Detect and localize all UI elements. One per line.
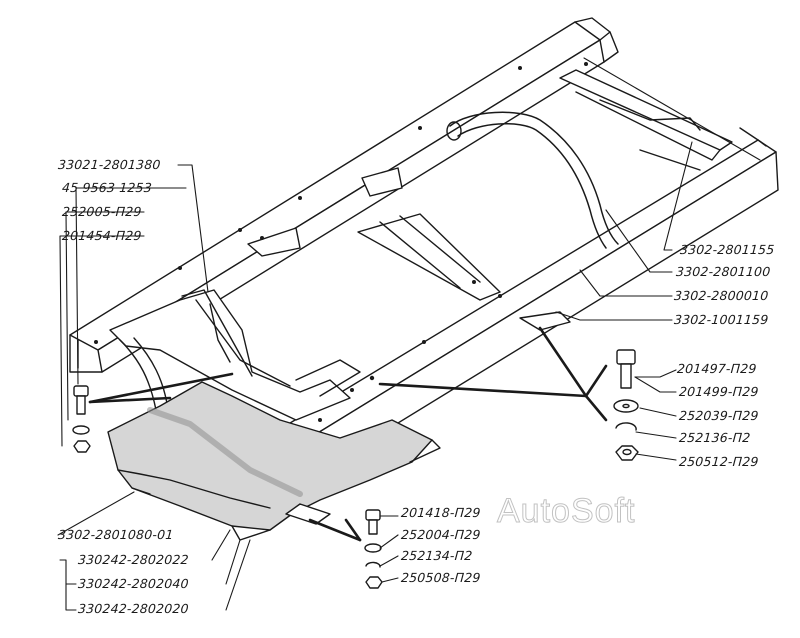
lower-hardware-stack [364, 509, 383, 589]
label-3302-2801080-01: 3302-2801080-01 [57, 527, 174, 542]
label-201499-p29: 201499-П29 [678, 384, 760, 399]
label-3302-1001159: 3302-1001159 [673, 312, 769, 327]
rear-cross-member [559, 69, 733, 171]
label-330242-2802020: 330242-2802020 [77, 601, 190, 616]
rivet-dots [94, 62, 588, 422]
label-201497-p29: 201497-П29 [676, 361, 758, 376]
rail-brackets [247, 167, 403, 257]
label-252039-p29: 252039-П29 [678, 408, 760, 423]
right-hardware-stack [613, 349, 639, 461]
label-3302-2801155: 3302-2801155 [679, 242, 775, 257]
left-hardware-stack [72, 385, 91, 453]
label-252134-p2: 252134-П2 [400, 548, 473, 563]
label-252005-p29: 252005-П29 [61, 204, 143, 219]
label-33021-2801380: 33021-2801380 [57, 157, 162, 172]
label-45-9563-1253: 45 9563 1253 [61, 180, 153, 195]
watermark-logo: AutoSoft [496, 492, 636, 531]
label-250508-p29: 250508-П29 [400, 570, 482, 585]
label-252004-p29: 252004-П29 [400, 527, 482, 542]
heavy-leaders [88, 326, 608, 542]
thin-leaders [57, 57, 761, 611]
label-3302-2801100: 3302-2801100 [675, 264, 771, 279]
label-3302-2800010: 3302-2800010 [673, 288, 769, 303]
label-252136-p2: 252136-П2 [678, 430, 751, 445]
label-330242-2802022: 330242-2802022 [77, 552, 190, 567]
label-201418-p29: 201418-П29 [400, 505, 482, 520]
label-330242-2802040: 330242-2802040 [77, 576, 190, 591]
label-250512-p29: 250512-П29 [678, 454, 760, 469]
mid-bracket [357, 213, 571, 331]
front-crossmember [109, 289, 361, 421]
tubular-cross-member [446, 111, 619, 249]
label-201454-p29: 201454-П29 [61, 228, 143, 243]
